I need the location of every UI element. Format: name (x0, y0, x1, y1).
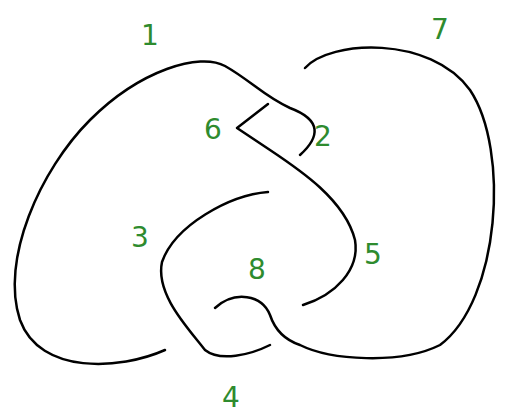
region-number: 7 (431, 16, 449, 44)
knot-strand (215, 48, 494, 359)
region-number: 8 (248, 256, 266, 284)
region-number: 1 (141, 22, 159, 50)
knot-strand (237, 104, 356, 305)
knot-strand (15, 61, 315, 364)
region-number: 4 (222, 384, 240, 412)
region-number: 2 (314, 123, 332, 151)
region-number: 3 (131, 224, 149, 252)
region-number: 6 (204, 116, 222, 144)
knot-strand (161, 192, 270, 356)
region-number: 5 (364, 241, 382, 269)
